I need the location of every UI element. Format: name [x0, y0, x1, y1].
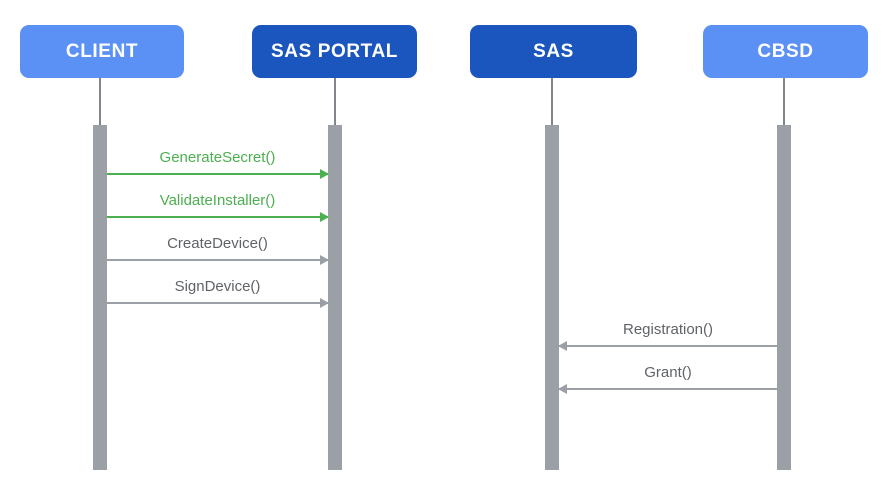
arrowhead-right-icon-generate-secret	[320, 169, 329, 179]
lifeline-cbsd	[783, 78, 785, 125]
message-label-sign-device: SignDevice()	[174, 278, 261, 295]
participant-label-client: CLIENT	[65, 40, 139, 62]
message-label-create-device: CreateDevice()	[167, 235, 268, 252]
message-line-sign-device	[107, 302, 328, 304]
arrowhead-right-icon-validate-installer	[320, 212, 329, 222]
message-line-create-device	[107, 259, 328, 261]
message-label-registration: Registration()	[622, 321, 714, 338]
participant-label-sas: SAS	[533, 40, 574, 62]
participant-box-cbsd[interactable]: CBSD	[703, 25, 868, 78]
message-label-grant: Grant()	[644, 364, 692, 381]
arrowhead-left-icon-registration	[558, 341, 567, 351]
participant-label-cbsd: CBSD	[757, 40, 814, 62]
participant-box-sas[interactable]: SAS	[470, 25, 637, 78]
arrowhead-right-icon-create-device	[320, 255, 329, 265]
arrowhead-left-icon-grant	[558, 384, 567, 394]
activation-bar-sas	[545, 125, 559, 470]
message-line-grant	[559, 388, 777, 390]
lifeline-client	[99, 78, 101, 125]
participant-label-sas-portal: SAS PORTAL	[270, 40, 399, 62]
activation-bar-client	[93, 125, 107, 470]
message-label-generate-secret: GenerateSecret()	[159, 149, 276, 166]
lifeline-sas-portal	[334, 78, 336, 125]
participant-box-client[interactable]: CLIENT	[20, 25, 184, 78]
message-line-validate-installer	[107, 216, 328, 218]
message-line-registration	[559, 345, 777, 347]
participant-box-sas-portal[interactable]: SAS PORTAL	[252, 25, 417, 78]
activation-bar-cbsd	[777, 125, 791, 470]
message-label-validate-installer: ValidateInstaller()	[159, 192, 276, 209]
arrowhead-right-icon-sign-device	[320, 298, 329, 308]
lifeline-sas	[551, 78, 553, 125]
message-line-generate-secret	[107, 173, 328, 175]
activation-bar-sas-portal	[328, 125, 342, 470]
